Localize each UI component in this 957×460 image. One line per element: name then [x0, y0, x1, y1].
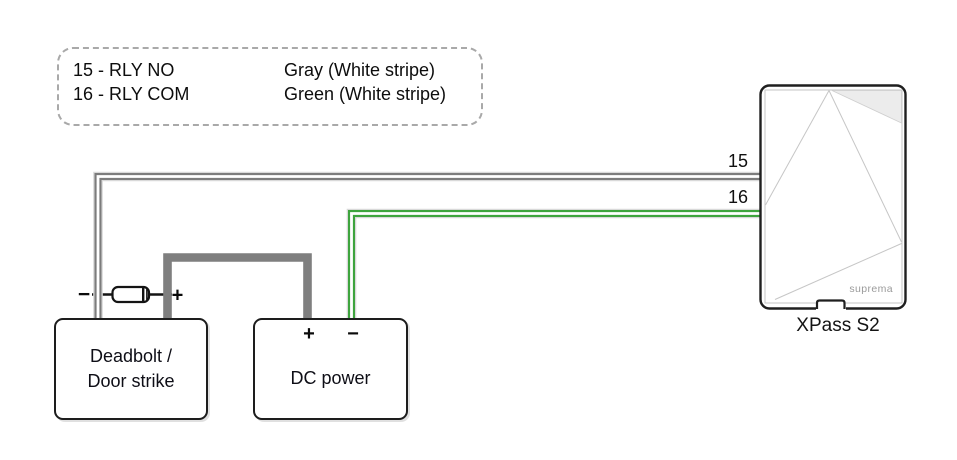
gray-wire-15: [93, 171, 763, 318]
green-wire-white-stripe: [350, 212, 763, 318]
device-cable-notch: [815, 299, 846, 309]
device-corner-facet: [831, 90, 902, 124]
wire-label-16: 16: [727, 187, 748, 207]
deadbolt-box: Deadbolt / Door strike: [54, 318, 208, 420]
deadbolt-label-line2: Door strike: [87, 371, 175, 391]
dc-power-label: DC power: [290, 367, 371, 388]
device-model-label: XPass S2: [796, 315, 880, 336]
deadbolt-label-line1: Deadbolt /: [89, 346, 173, 366]
diode: [111, 285, 151, 304]
dc-power-box: + − DC power: [253, 318, 408, 420]
legend-box: 15 - RLY NO Gray (White stripe) 16 - RLY…: [57, 47, 483, 126]
legend-pin-15: 15 - RLY NO: [73, 60, 175, 80]
deadbolt-minus-terminal: −: [78, 283, 90, 306]
legend-wire-16: Green (White stripe): [284, 84, 447, 104]
legend-row-16: 16 - RLY COM Green (White stripe): [59, 82, 481, 106]
device-facet-lines: [765, 90, 902, 300]
legend-wire-15: Gray (White stripe): [284, 60, 436, 80]
wire-label-15: 15: [727, 151, 748, 171]
legend-pin-16: 16 - RLY COM: [73, 84, 190, 104]
deadbolt-plus-terminal: +: [172, 285, 184, 307]
dc-minus-terminal: −: [347, 323, 359, 345]
device-outer-case: [759, 84, 907, 310]
xpass-s2-device: suprema: [759, 84, 907, 310]
legend-row-15: 15 - RLY NO Gray (White stripe): [59, 58, 481, 82]
suprema-logo: suprema: [849, 283, 893, 295]
gray-wire-white-stripe: [96, 175, 763, 318]
power-wire: [163, 253, 312, 318]
dc-plus-terminal: +: [303, 323, 315, 345]
green-wire-16: [346, 208, 763, 318]
